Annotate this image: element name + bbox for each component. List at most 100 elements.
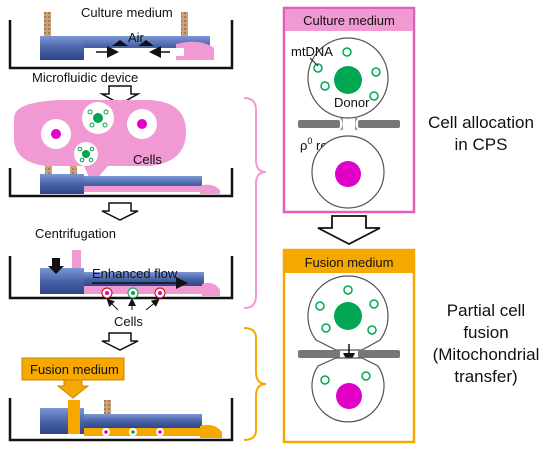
cell-3-nucleus [137, 119, 147, 129]
fused-cell-3-nucleus [158, 430, 162, 434]
device-block-right-4 [84, 414, 202, 428]
dish-2 [8, 168, 234, 198]
fused-mito-2 [321, 323, 331, 333]
trapped-cell-2-nucleus [131, 291, 135, 295]
cell-2-mito-1 [87, 109, 93, 115]
brace-partial-fusion [243, 327, 267, 441]
panel-cells-loaded: Cells [8, 100, 234, 198]
trapped-cell-3-nucleus [158, 291, 162, 295]
mtdna-pointer [309, 57, 319, 67]
panel-centrifugation: Enhanced flow Cells [8, 250, 234, 329]
label-cells-2: Cells [114, 314, 143, 329]
barrier-gap-right-edge [355, 118, 358, 130]
step2-line4: transfer) [454, 367, 517, 386]
fusion-medium-title-bg [285, 251, 413, 273]
cell-2-mito-3 [89, 122, 95, 128]
post-left-1 [44, 12, 51, 40]
label-fusion-medium-left: Fusion medium [30, 362, 119, 377]
fusion-medium-panel: Fusion medium [282, 248, 416, 444]
cells-pointer-3 [145, 298, 160, 311]
fused-mito-5 [367, 325, 377, 335]
mito-4 [371, 67, 381, 77]
label-cells-1: Cells [133, 152, 162, 167]
post-right-1 [181, 12, 188, 40]
medium-pink-1 [176, 41, 214, 60]
cell-4-mito-2 [89, 146, 95, 152]
transferred-mito-2 [361, 371, 371, 381]
dish-3 [8, 256, 234, 300]
fused-recipient-nucleus [336, 383, 362, 409]
post-left-2 [45, 166, 52, 178]
panel-device-initial: Culture medium Air Microfluidic device [8, 5, 234, 85]
cell-2-mito-2 [103, 109, 109, 115]
fused-cell-2-nucleus [131, 430, 135, 434]
recipient-nucleus [335, 161, 361, 187]
label-culture-medium: Culture medium [81, 5, 173, 20]
mito-1 [313, 63, 323, 73]
device-block-left-3 [40, 268, 84, 294]
down-arrow-1 [99, 85, 141, 105]
post-4 [104, 400, 111, 414]
cell-2-mito-4 [102, 122, 108, 128]
fusion-medium-arrow [56, 379, 90, 399]
inlet-medium-3 [72, 250, 81, 278]
post-right-2 [70, 166, 77, 178]
panel-fusion: Fusion medium [8, 357, 234, 442]
cell-4-nucleus [82, 150, 90, 158]
down-arrow-3 [101, 332, 139, 351]
barrier-gap-left-edge [340, 118, 343, 130]
centrifugal-force-arrow [48, 258, 64, 274]
rho-symbol: ρ [300, 138, 307, 153]
step1-line2: in CPS [455, 135, 508, 154]
fused-donor-nucleus [334, 302, 362, 330]
label-centrifugation: Centrifugation [35, 226, 116, 241]
cells-pointer-1 [106, 298, 119, 311]
channel-1 [84, 48, 184, 56]
fused-mito-3 [343, 285, 353, 295]
cell-4-mito-1 [77, 146, 83, 152]
step1-line1: Cell allocation [428, 113, 534, 132]
fused-mito-1 [315, 301, 325, 311]
cell-1-nucleus [51, 129, 61, 139]
step2-line3: (Mitochondrial [433, 345, 540, 364]
fusion-medium-title: Fusion medium [305, 255, 394, 270]
rho-superscript: 0 [307, 136, 312, 146]
step2-line2: fusion [463, 323, 508, 342]
down-arrow-right [317, 215, 381, 246]
label-enhanced-flow: Enhanced flow [92, 266, 178, 281]
culture-medium-title-bg [285, 9, 413, 31]
medium-pink-2 [200, 184, 220, 194]
fusion-pool-4 [200, 424, 222, 438]
fused-mito-4 [369, 299, 379, 309]
mito-5 [369, 91, 379, 101]
barrier-left [298, 120, 340, 128]
channel-medium-3 [84, 286, 204, 294]
air-up-arrow-2 [138, 40, 154, 46]
air-up-arrow-1 [112, 40, 128, 46]
label-mtdna: mtDNA [291, 44, 333, 59]
cell-4-mito-4 [88, 157, 94, 163]
fused-cell-1-nucleus [104, 430, 108, 434]
donor-nucleus [334, 66, 362, 94]
transferred-mito-1 [320, 375, 330, 385]
down-arrow-2 [101, 202, 139, 221]
device-block-left-2 [40, 174, 84, 194]
dish-1 [8, 20, 234, 70]
barrier-right [358, 120, 400, 128]
label-microfluidic-device: Microfluidic device [32, 70, 138, 85]
medium-pink-3 [202, 282, 220, 296]
inlet-fusion-medium-4 [68, 400, 80, 434]
mito-3 [342, 47, 352, 57]
device-block-left-1 [40, 36, 84, 60]
mito-2 [320, 81, 330, 91]
culture-medium-title: Culture medium [303, 13, 395, 28]
cell-2-nucleus [93, 113, 103, 123]
fusion-barrier-left [298, 350, 340, 358]
cell-4-mito-3 [79, 157, 85, 163]
channel-fusion-medium-4 [84, 428, 202, 436]
label-air: Air [128, 30, 145, 45]
fusion-barrier-right [358, 350, 400, 358]
channel-medium-2 [84, 186, 202, 192]
